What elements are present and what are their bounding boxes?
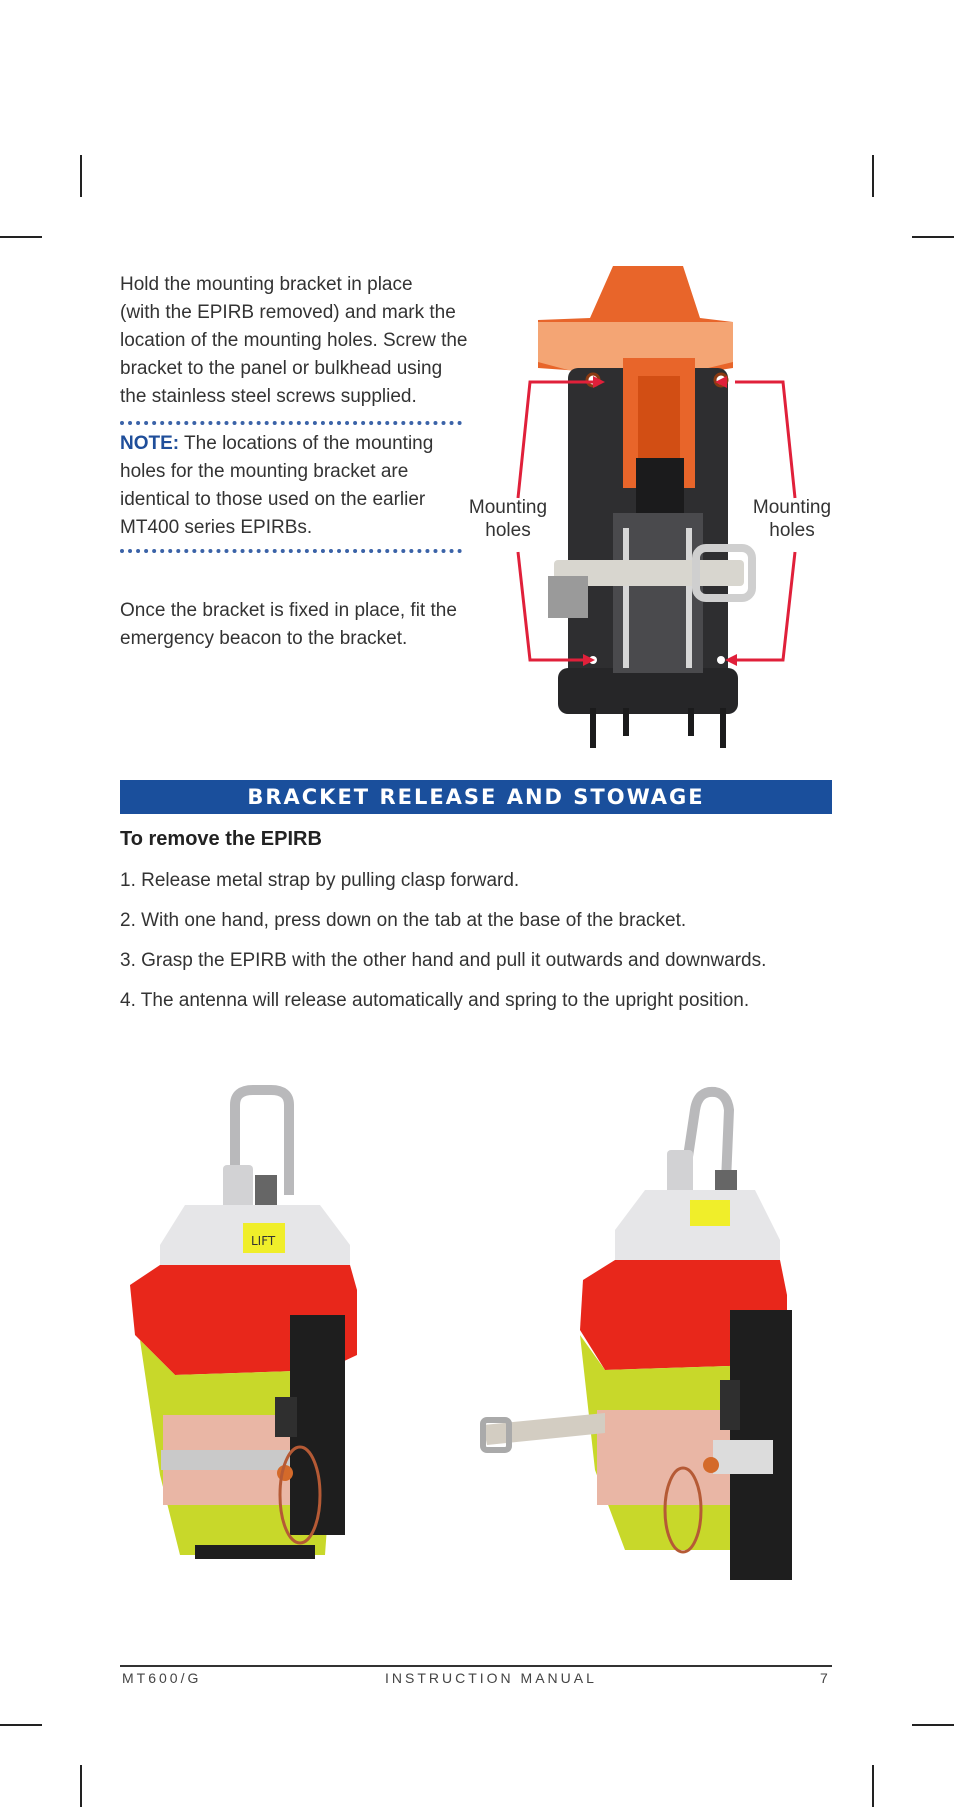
note-line: identical to those used on the earlier [120, 489, 426, 510]
left-callout-label: Mounting holes [462, 496, 554, 542]
crop-mark [872, 1765, 874, 1807]
note-line: holes for the mounting bracket are [120, 461, 409, 482]
crop-mark [80, 155, 82, 197]
intro-paragraph: Hold the mounting bracket in place (with… [120, 271, 467, 411]
intro-line: (with the EPIRB removed) and mark the [120, 302, 456, 323]
crop-mark [80, 1765, 82, 1807]
crop-mark [912, 236, 954, 238]
footer-rule [120, 1665, 832, 1667]
callout-line: holes [769, 520, 815, 541]
intro-line: Hold the mounting bracket in place [120, 274, 413, 295]
intro-line: bracket to the panel or bulkhead using [120, 358, 443, 379]
right-callout-label: Mounting holes [746, 496, 838, 542]
step-item: 4. The antenna will release automaticall… [120, 990, 750, 1011]
section-subheading: To remove the EPIRB [120, 828, 322, 850]
fit-paragraph: Once the bracket is fixed in place, fit … [120, 597, 457, 653]
crop-mark [872, 155, 874, 197]
bracket-illustration [538, 266, 756, 748]
callout-line: Mounting [752, 497, 832, 518]
intro-line: the stainless steel screws supplied. [120, 386, 417, 407]
note-divider-top [120, 421, 462, 425]
note-line: The locations of the mounting [179, 433, 434, 454]
crop-mark [0, 1724, 42, 1726]
intro-line: location of the mounting holes. Screw th… [120, 330, 468, 351]
section-banner: BRACKET RELEASE AND STOWAGE [120, 780, 832, 814]
fit-line: emergency beacon to the bracket. [120, 628, 408, 649]
beacon-mounted-illustration: LIFT [130, 1085, 357, 1559]
step-item: 3. Grasp the EPIRB with the other hand a… [120, 950, 767, 971]
fit-line: Once the bracket is fixed in place, fit … [120, 600, 457, 621]
footer-title: INSTRUCTION MANUAL [385, 1670, 597, 1686]
beacon-released-illustration [480, 1086, 792, 1580]
steps-list: 1. Release metal strap by pulling clasp … [120, 866, 766, 1026]
footer-model: MT600/G [122, 1670, 202, 1686]
crop-mark [912, 1724, 954, 1726]
page-number: 7 [820, 1670, 831, 1686]
callout-line: Mounting [468, 497, 548, 518]
note-paragraph: NOTE: The locations of the mounting hole… [120, 430, 433, 542]
step-item: 1. Release metal strap by pulling clasp … [120, 870, 520, 891]
callout-line: holes [485, 520, 531, 541]
lift-label: LIFT [251, 1234, 276, 1248]
crop-mark [0, 236, 42, 238]
note-divider-bottom [120, 549, 462, 553]
step-item: 2. With one hand, press down on the tab … [120, 910, 687, 931]
note-line: MT400 series EPIRBs. [120, 517, 313, 538]
callout-lines [516, 376, 797, 666]
note-label: NOTE: [120, 433, 180, 454]
